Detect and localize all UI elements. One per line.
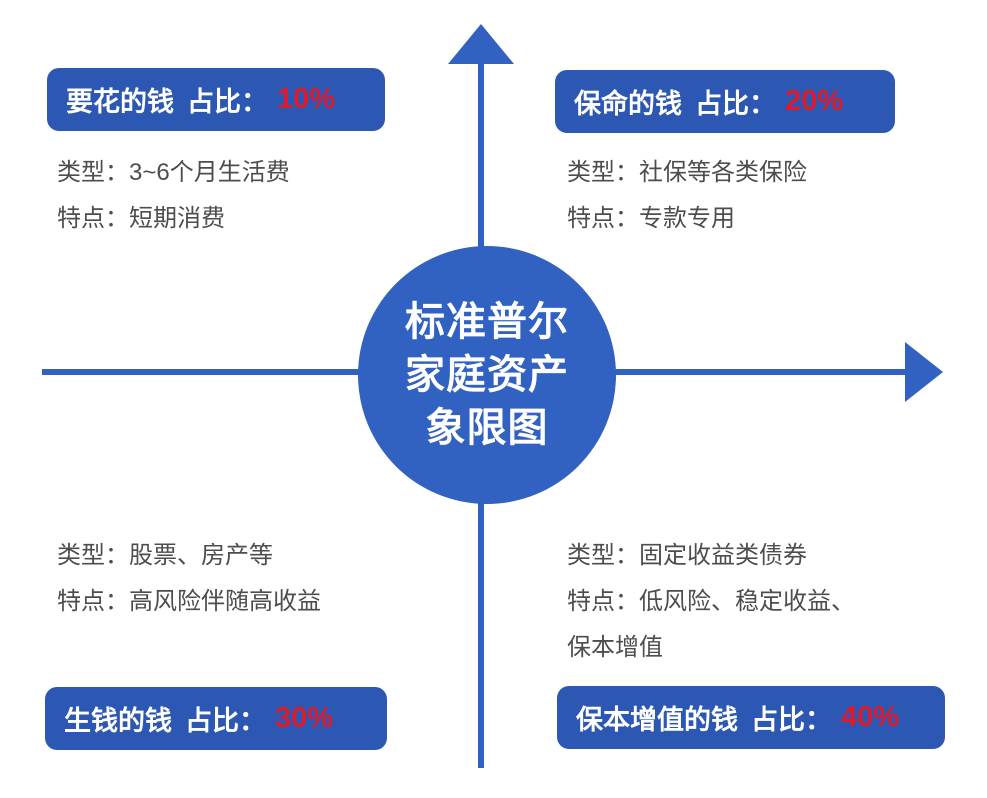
ratio-label-bottom-right: 占比： <box>751 705 832 735</box>
type-row-bottom-right: 类型：固定收益类债券 <box>567 533 867 579</box>
center-circle: 标准普尔 家庭资产 象限图 <box>358 246 616 504</box>
type-value: 社保等各类保险 <box>639 159 807 186</box>
header-box-top-right: 保命的钱 占比： 20% <box>555 70 895 133</box>
type-row-bottom-left: 类型：股票、房产等 <box>57 533 417 579</box>
details-bottom-right: 类型：固定收益类债券 特点：低风险、稳定收益、保本增值 <box>567 533 867 671</box>
quadrant-name-top-right: 保命的钱 <box>574 89 682 119</box>
percent-value-top-left: 10% <box>277 83 336 115</box>
percent-value-top-right: 20% <box>785 85 844 117</box>
details-bottom-left: 类型：股票、房产等 特点：高风险伴随高收益 <box>57 533 417 625</box>
type-value: 固定收益类债券 <box>639 542 807 569</box>
feature-label: 特点： <box>57 588 129 615</box>
feature-label: 特点： <box>567 588 639 615</box>
diagram-title-line-1: 标准普尔 <box>405 299 569 344</box>
diagram-title-line-2: 家庭资产 <box>405 352 569 397</box>
ratio-label-bottom-left: 占比： <box>185 706 266 736</box>
feature-row-bottom-left: 特点：高风险伴随高收益 <box>57 579 417 625</box>
feature-row-top-right: 特点：专款专用 <box>567 196 907 242</box>
feature-value: 低风险、稳定收益、保本增值 <box>567 588 855 661</box>
feature-value: 高风险伴随高收益 <box>129 588 321 615</box>
type-value: 股票、房产等 <box>129 542 273 569</box>
right-arrow-icon <box>905 342 943 402</box>
feature-label: 特点： <box>567 205 639 232</box>
up-arrow-icon <box>448 24 514 64</box>
feature-label: 特点： <box>57 205 129 232</box>
percent-value-bottom-left: 30% <box>275 702 334 734</box>
header-box-top-left: 要花的钱 占比： 10% <box>47 68 385 131</box>
quadrant-name-bottom-right: 保本增值的钱 <box>576 705 738 735</box>
feature-row-top-left: 特点：短期消费 <box>57 196 397 242</box>
details-top-left: 类型：3~6个月生活费 特点：短期消费 <box>57 150 397 242</box>
ratio-label-top-left: 占比： <box>187 87 268 117</box>
details-top-right: 类型：社保等各类保险 特点：专款专用 <box>567 150 907 242</box>
feature-row-bottom-right: 特点：低风险、稳定收益、保本增值 <box>567 579 867 671</box>
type-label: 类型： <box>567 159 639 186</box>
feature-value: 专款专用 <box>639 205 735 232</box>
diagram-title-line-3: 象限图 <box>425 405 549 450</box>
type-label: 类型： <box>57 159 129 186</box>
type-row-top-left: 类型：3~6个月生活费 <box>57 150 397 196</box>
type-row-top-right: 类型：社保等各类保险 <box>567 150 907 196</box>
quadrant-name-top-left: 要花的钱 <box>66 87 174 117</box>
type-label: 类型： <box>567 542 639 569</box>
header-box-bottom-left: 生钱的钱 占比： 30% <box>45 687 387 750</box>
ratio-label-top-right: 占比： <box>695 89 776 119</box>
diagram-title: 标准普尔 家庭资产 象限图 <box>405 296 569 455</box>
percent-value-bottom-right: 40% <box>841 701 900 733</box>
feature-value: 短期消费 <box>129 205 225 232</box>
type-value: 3~6个月生活费 <box>129 159 290 186</box>
header-box-bottom-right: 保本增值的钱 占比： 40% <box>557 686 945 749</box>
quadrant-name-bottom-left: 生钱的钱 <box>64 706 172 736</box>
type-label: 类型： <box>57 542 129 569</box>
